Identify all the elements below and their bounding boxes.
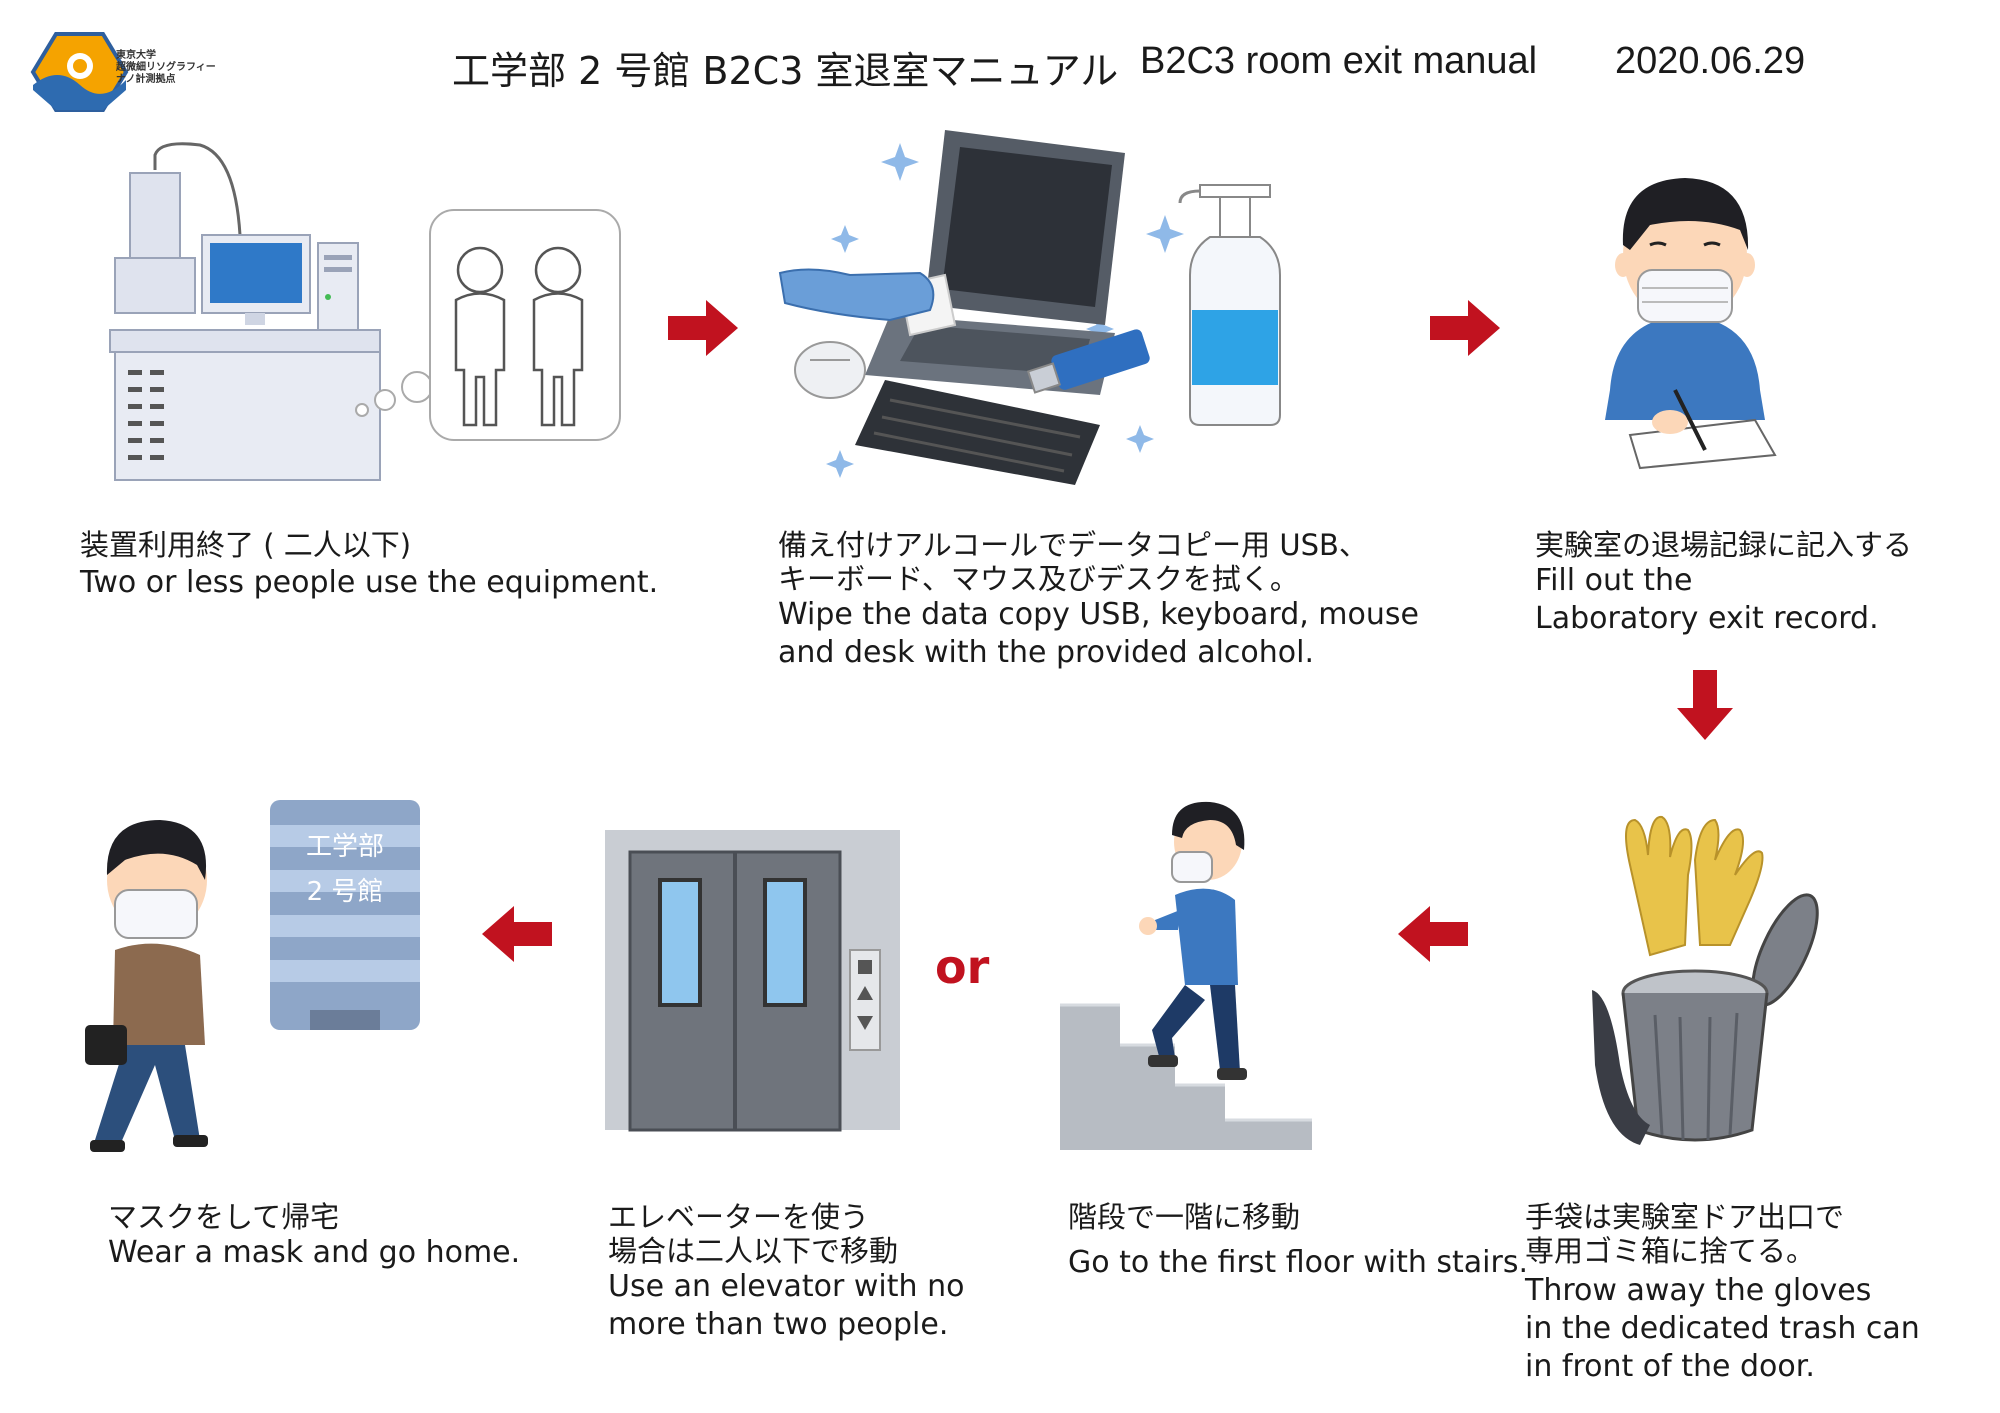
logo-text-line-3: ナノ計測拠点 — [116, 74, 176, 85]
step7-jp-line-1: マスクをして帰宅 — [108, 1200, 340, 1234]
step6-illustration — [605, 830, 900, 1132]
step2-en-line-2: and desk with the provided alcohol. — [778, 635, 1315, 670]
step3-en-line-1: Fill out the — [1535, 563, 1693, 598]
gloves-trash-icon — [1592, 815, 1819, 1145]
logo-mark-icon — [30, 32, 129, 112]
building-sign-line-1: 工学部 — [306, 832, 384, 862]
step5-en-line-1: Go to the first floor with stairs. — [1068, 1245, 1528, 1280]
step6-jp-line-2: 場合は二人以下で移動 — [608, 1234, 899, 1268]
person-writing-icon — [1605, 178, 1777, 470]
step4-jp-line-1: 手袋は実験室ドア出口で — [1525, 1200, 1845, 1234]
laptop-cleaning-icon — [778, 130, 1281, 485]
logo: 東京大学 超微細リソグラフィー ナノ計測拠点 — [28, 30, 243, 115]
date: 2020.06.29 — [1615, 40, 1806, 82]
step6-en-line-1: Use an elevator with no — [608, 1269, 965, 1304]
arrow-right-icon — [1430, 300, 1500, 360]
step5-illustration — [1060, 800, 1320, 1150]
step4-caption: 手袋は実験室ドア出口で 専用ゴミ箱に捨てる。 Throw away the gl… — [1525, 1200, 1920, 1386]
title-en: B2C3 room exit manual — [1140, 40, 1538, 82]
step5-caption: 階段で一階に移動 Go to the first floor with stai… — [1068, 1200, 1528, 1282]
or-label: or — [935, 940, 990, 994]
title-jp: 工学部 2 号館 B2C3 室退室マニュアル — [452, 49, 1119, 93]
step1-en-line-1: Two or less people use the equipment. — [80, 565, 659, 600]
step4-illustration — [1590, 805, 1830, 1150]
step3-caption: 実験室の退場記録に記入する Fill out the Laboratory ex… — [1535, 528, 1912, 638]
step4-en-line-1: Throw away the gloves — [1525, 1273, 1872, 1308]
step5-jp-line-1: 階段で一階に移動 — [1068, 1200, 1301, 1234]
step3-jp-line-1: 実験室の退場記録に記入する — [1535, 528, 1913, 562]
step1-jp-line-1: 装置利用終了 ( 二人以下) — [80, 528, 412, 562]
step4-en-line-3: in front of the door. — [1525, 1349, 1815, 1384]
step6-jp-line-1: エレベーターを使う — [608, 1200, 870, 1234]
step7-en-line-1: Wear a mask and go home. — [108, 1235, 521, 1270]
step2-jp-line-1: 備え付けアルコールでデータコピー用 USB、 — [778, 528, 1368, 562]
logo-text-line-1: 東京大学 — [116, 50, 156, 61]
step4-en-line-2: in the dedicated trash can — [1525, 1311, 1920, 1346]
arrow-down-icon — [1677, 670, 1733, 744]
person-going-home-icon: 工学部 2 号館 — [85, 800, 420, 1152]
arrow-right-icon — [668, 300, 738, 360]
step7-illustration: 工学部 2 号館 — [85, 795, 425, 1155]
logo-text-line-2: 超微細リソグラフィー — [116, 62, 216, 73]
elevator-icon — [605, 830, 900, 1132]
equipment-icon — [109, 142, 621, 481]
person-stairs-icon — [1060, 801, 1312, 1150]
step7-caption: マスクをして帰宅 Wear a mask and go home. — [108, 1200, 520, 1272]
step6-en-line-2: more than two people. — [608, 1307, 949, 1342]
step2-en-line-1: Wipe the data copy USB, keyboard, mouse — [778, 597, 1419, 632]
step3-illustration — [1590, 150, 1780, 470]
step1-illustration — [100, 125, 630, 485]
step3-en-line-2: Laboratory exit record. — [1535, 601, 1879, 636]
step1-caption: 装置利用終了 ( 二人以下) Two or less people use th… — [80, 528, 658, 602]
step2-illustration — [770, 125, 1320, 490]
step4-jp-line-2: 専用ゴミ箱に捨てる。 — [1525, 1234, 1816, 1268]
step6-caption: エレベーターを使う 場合は二人以下で移動 Use an elevator wit… — [608, 1200, 964, 1344]
step2-jp-line-2: キーボード、マウス及びデスクを拭く。 — [778, 562, 1299, 596]
arrow-left-icon — [482, 906, 552, 966]
building-sign-line-2: 2 号館 — [307, 877, 384, 907]
step2-caption: 備え付けアルコールでデータコピー用 USB、 キーボード、マウス及びデスクを拭く… — [778, 528, 1419, 672]
arrow-left-icon — [1398, 906, 1468, 966]
